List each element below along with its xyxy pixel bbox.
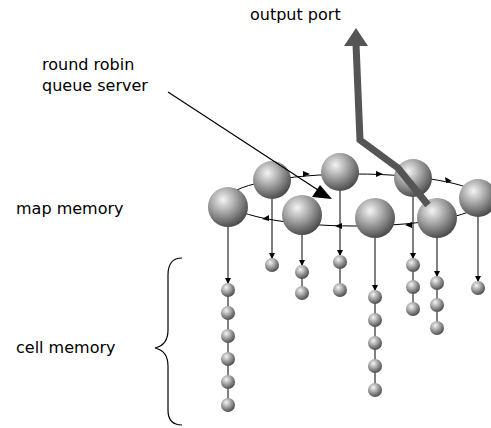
memory-bracket [155,258,182,425]
text-label: round robin queue server [42,54,162,96]
text-label: map memory [16,198,123,219]
map-spheres [208,153,491,238]
cell-spheres [221,255,485,412]
text-label: output port [250,4,341,25]
leader-arrow [168,92,332,199]
output-arrow [344,28,428,205]
cell-chains [228,190,478,405]
text-label: cell memory [16,337,115,358]
